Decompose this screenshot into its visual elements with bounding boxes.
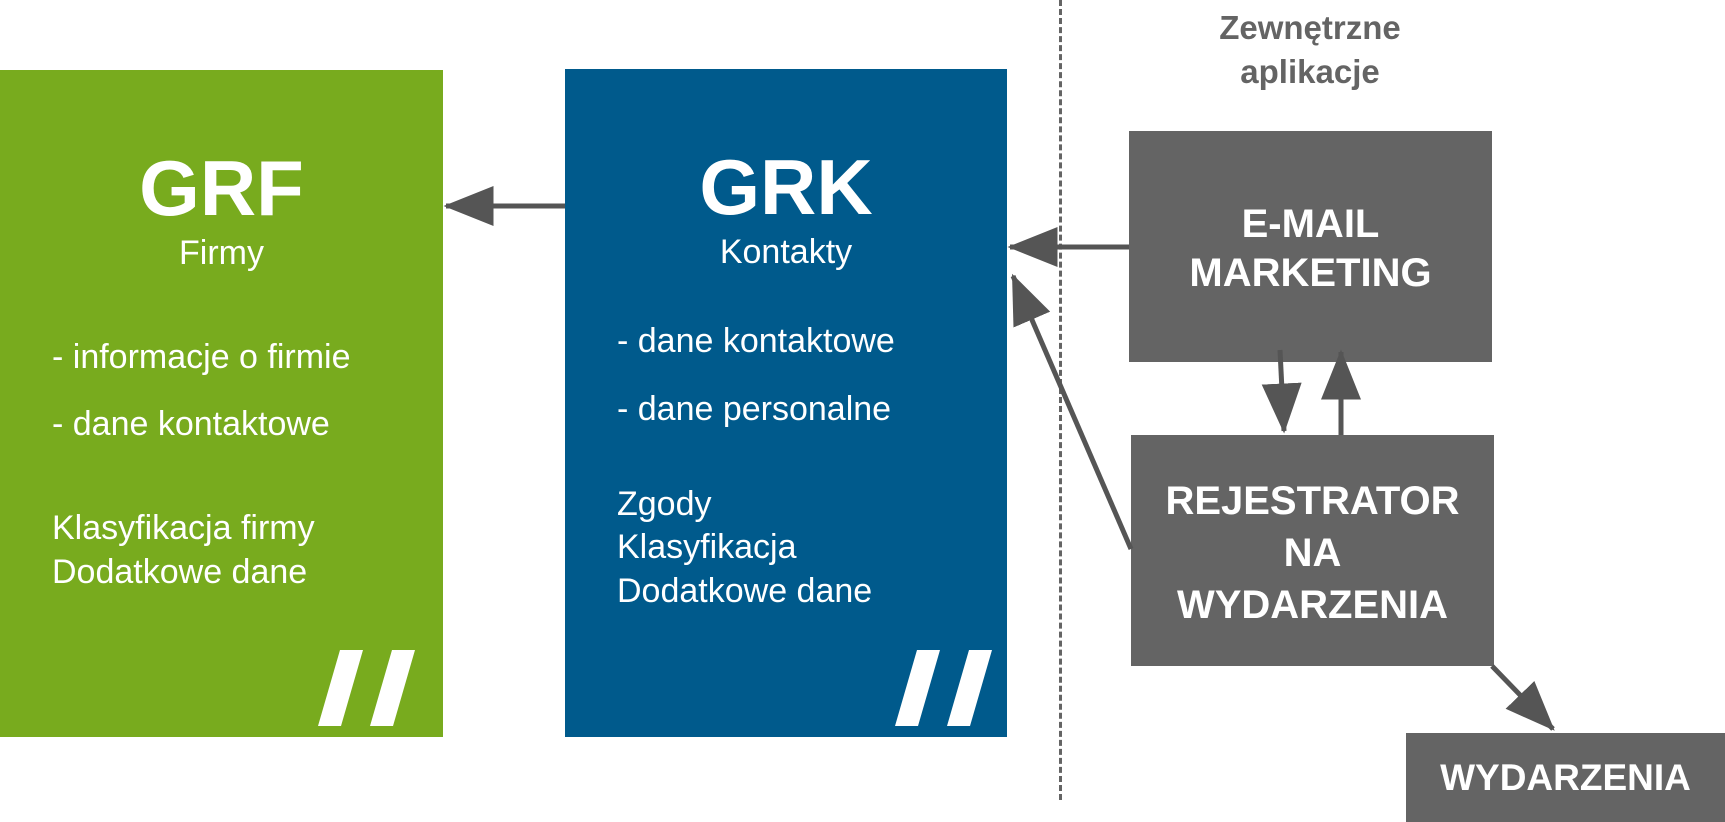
grk-line: - dane personalne — [617, 390, 892, 428]
arrow-registrar-to-events — [1490, 664, 1555, 731]
double-slash-logo-icon — [318, 650, 415, 726]
grf-line: Klasyfikacja firmy — [52, 509, 315, 547]
events-box: WYDARZENIA — [1406, 733, 1725, 822]
arrow-email-to-registrar — [1261, 349, 1302, 434]
grf-line: - dane kontaktowe — [52, 405, 330, 443]
grk-line: Zgody — [617, 485, 712, 523]
grf-box: GRF Firmy - informacje o firmie - dane k… — [0, 70, 443, 737]
grk-title: GRK — [699, 143, 873, 231]
grf-line: Dodatkowe dane — [52, 553, 308, 591]
grk-line: - dane kontaktowe — [617, 322, 895, 360]
double-slash-logo-icon — [895, 650, 992, 726]
grf-subtitle: Firmy — [179, 234, 264, 272]
grk-subtitle: Kontakty — [719, 233, 853, 271]
grk-line: Klasyfikacja — [617, 528, 797, 566]
email-marketing-box: E-MAIL MARKETING — [1129, 131, 1492, 362]
grk-box: GRK Kontakty - dane kontaktowe - dane pe… — [565, 69, 1007, 737]
grf-title: GRF — [139, 144, 304, 232]
external-apps-heading: Zewnętrzne aplikacje — [1219, 9, 1401, 90]
arrow-registrar-to-grk — [1010, 273, 1134, 550]
grf-line: - informacje o firmie — [52, 338, 351, 376]
event-registrar-box: REJESTRATOR NA WYDARZENIA — [1131, 435, 1494, 666]
divider-dashed — [1059, 0, 1062, 800]
grk-line: Dodatkowe dane — [617, 572, 873, 610]
